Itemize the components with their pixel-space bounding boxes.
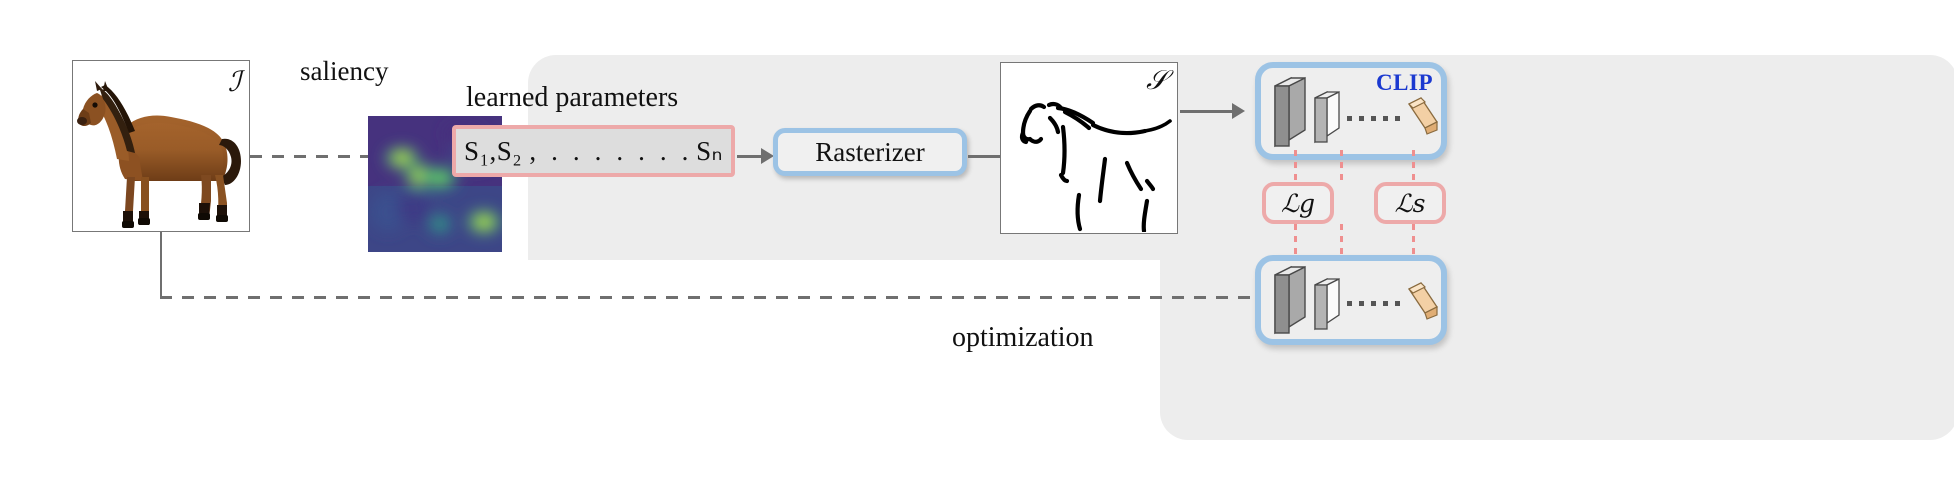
connector-lg-to-clip-bottom-b — [1340, 224, 1343, 260]
connector-image-to-saliency — [250, 155, 370, 158]
clip-encoder-sketch[interactable]: CLIP — [1255, 62, 1447, 160]
rasterizer-box[interactable]: Rasterizer — [773, 128, 967, 176]
arrowhead-params-to-rasterizer — [761, 148, 774, 164]
horse-sketch-icon — [1001, 63, 1176, 232]
connector-rasterizer-to-sketch — [968, 155, 1028, 158]
optimization-label: optimization — [952, 322, 1094, 353]
clip-encoder-image[interactable] — [1255, 255, 1447, 345]
loss-geometric-box[interactable]: ℒg — [1262, 182, 1334, 224]
saliency-label: saliency — [300, 56, 389, 86]
connector-sketch-to-clip — [1180, 110, 1236, 113]
learned-parameters-label: learned parameters — [466, 82, 679, 113]
connector-clip-top-to-lg-b — [1340, 150, 1343, 184]
horse-photo-icon — [73, 61, 248, 230]
input-image-symbol: ℐ — [227, 65, 241, 98]
rasterizer-label: Rasterizer — [815, 136, 925, 167]
connector-image-down — [160, 232, 162, 298]
connector-params-to-rasterizer — [737, 155, 763, 158]
learned-parameters-box[interactable]: S₁,S₂ , . . . . . . . Sₙ — [452, 125, 735, 177]
connector-clip-top-to-lg-a — [1294, 150, 1297, 184]
connector-lg-to-clip-bottom-a — [1294, 224, 1297, 260]
loss-semantic-box[interactable]: ℒs — [1374, 182, 1446, 224]
learned-parameters-value: S₁,S₂ , . . . . . . . Sₙ — [464, 135, 723, 166]
connector-image-to-clip-bottom — [160, 296, 1258, 299]
connector-ls-to-clip-bottom — [1412, 224, 1415, 260]
arrowhead-sketch-to-clip — [1232, 103, 1245, 119]
sketch-symbol: 𝒮 — [1146, 65, 1167, 96]
input-image-frame: ℐ — [72, 60, 250, 232]
sketch-frame: 𝒮 — [1000, 62, 1178, 234]
cnn-stack-icon — [1274, 76, 1438, 148]
cnn-stack-icon — [1274, 265, 1438, 335]
loss-geometric-label: ℒg — [1280, 188, 1315, 218]
clip-label: CLIP — [1376, 70, 1433, 95]
connector-clip-top-to-ls — [1412, 150, 1415, 184]
loss-semantic-label: ℒs — [1394, 188, 1426, 218]
